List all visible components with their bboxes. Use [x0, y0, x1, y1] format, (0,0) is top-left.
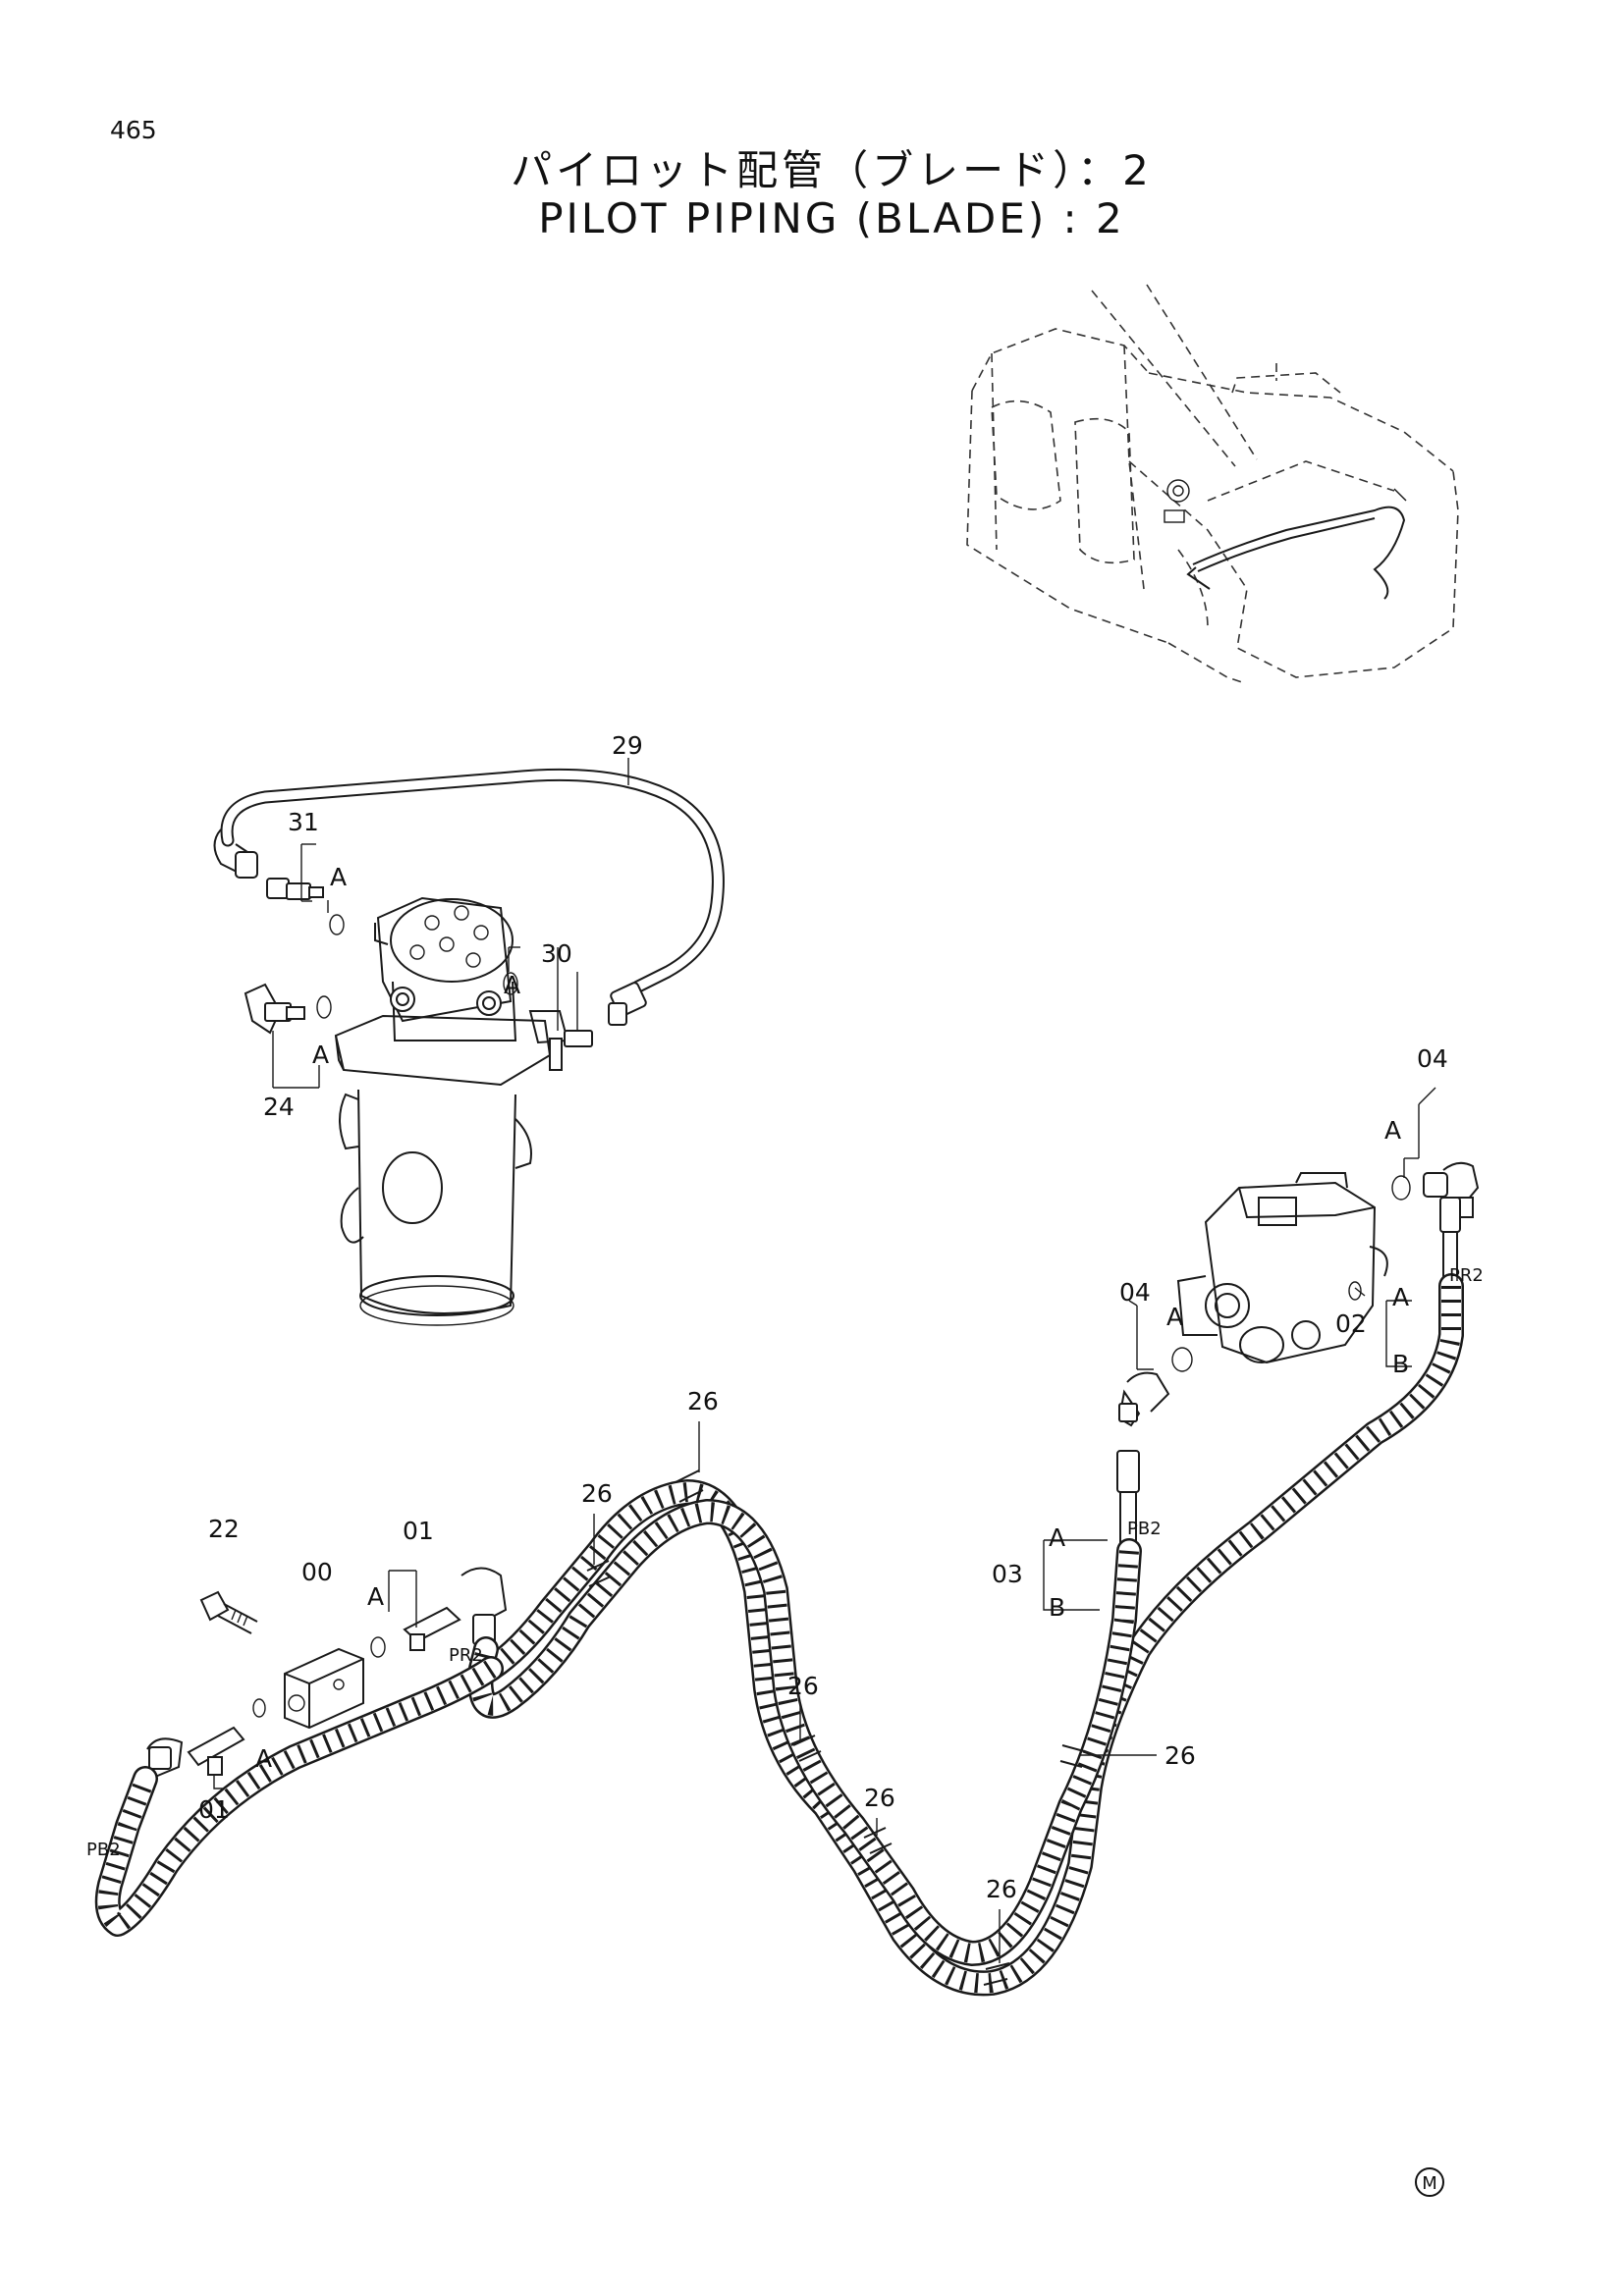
page-number: 465 — [110, 116, 157, 144]
callout-04-right: 04 — [1417, 1044, 1448, 1073]
callout-02: 02 — [1335, 1309, 1367, 1338]
callout-29: 29 — [612, 731, 643, 760]
callout-31: 31 — [288, 808, 319, 836]
callout-26-lower-middle: 26 — [864, 1784, 895, 1812]
center-joint-assembly — [213, 768, 725, 1326]
callout-03-letter-a: A — [1049, 1523, 1065, 1552]
callout-02-letter-b: B — [1392, 1350, 1409, 1378]
title-japanese: パイロット配管（ブレード）：2 — [511, 146, 1153, 194]
callout-30: 30 — [541, 939, 572, 968]
callout-01-lower: 01 — [198, 1795, 230, 1824]
shuttle-valve-assembly — [1116, 1087, 1480, 1551]
callout-24-letter-a: A — [312, 1041, 329, 1069]
port-label-pr2-left: PR2 — [449, 1645, 483, 1666]
callout-26-right: 26 — [1164, 1741, 1196, 1770]
protected-hose-assembly — [94, 1273, 1464, 1997]
excavator-overview-illustration — [966, 284, 1459, 683]
callout-04-right-letter-a: A — [1384, 1116, 1401, 1145]
callout-26-bottom: 26 — [986, 1875, 1017, 1903]
callout-01-upper: 01 — [403, 1517, 434, 1545]
callout-04-left-letter-a: A — [1166, 1303, 1183, 1331]
callout-26-middle: 26 — [787, 1672, 819, 1700]
m-mark: M — [1415, 2167, 1444, 2197]
callout-02-letter-a: A — [1392, 1283, 1409, 1311]
m-mark-letter: M — [1422, 2173, 1437, 2194]
port-label-pb2-mid: PB2 — [1127, 1519, 1162, 1539]
callout-24: 24 — [263, 1093, 295, 1121]
callout-31-letter-a: A — [330, 863, 347, 891]
port-label-pb2-left: PB2 — [86, 1840, 121, 1860]
callout-03: 03 — [992, 1560, 1023, 1588]
callout-26-upper-left: 26 — [581, 1479, 613, 1508]
callout-03-letter-b: B — [1049, 1593, 1065, 1622]
callout-26-top: 26 — [687, 1387, 719, 1415]
leader-lines — [576, 758, 1458, 1963]
callout-30-letter-a: A — [504, 971, 520, 999]
port-label-pr2-right: PR2 — [1449, 1265, 1484, 1286]
callout-22: 22 — [208, 1515, 240, 1543]
callout-01-upper-letter-a: A — [367, 1582, 384, 1611]
title-english: PILOT PIPING (BLADE) : 2 — [538, 194, 1125, 242]
callout-04-left: 04 — [1119, 1278, 1151, 1307]
callout-00: 00 — [301, 1558, 333, 1586]
callout-01-lower-letter-a: A — [255, 1744, 272, 1773]
